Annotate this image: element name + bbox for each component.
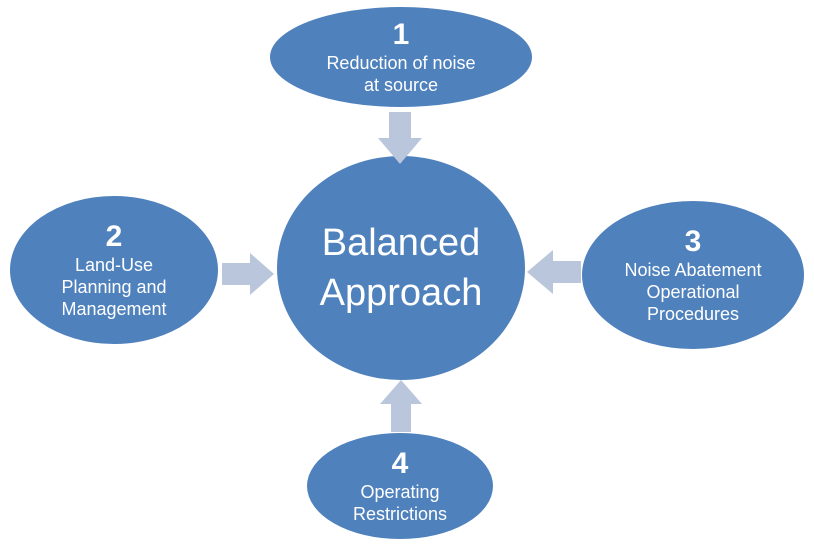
arrow-down-icon [378,112,422,164]
center-node: Balanced Approach [277,156,525,380]
node-2: 2 Land-Use Planning and Management [10,196,218,344]
node-3: 3 Noise Abatement Operational Procedures [582,201,804,349]
arrow-right-icon [222,253,274,295]
node-2-number: 2 [105,220,123,253]
node-1: 1 Reduction of noise at source [270,7,532,107]
arrow-up-icon [380,380,422,432]
node-4: 4 Operating Restrictions [307,433,493,539]
node-1-number: 1 [392,18,410,51]
node-1-label: Reduction of noise at source [326,53,476,95]
arrow-left-icon [527,250,581,294]
center-label: Balanced Approach [319,222,483,314]
node-2-label: Land-Use Planning and Management [61,255,167,319]
node-3-label: Noise Abatement Operational Procedures [624,260,762,324]
node-4-number: 4 [391,447,409,480]
node-4-label: Operating Restrictions [352,482,448,524]
node-3-number: 3 [684,225,702,258]
